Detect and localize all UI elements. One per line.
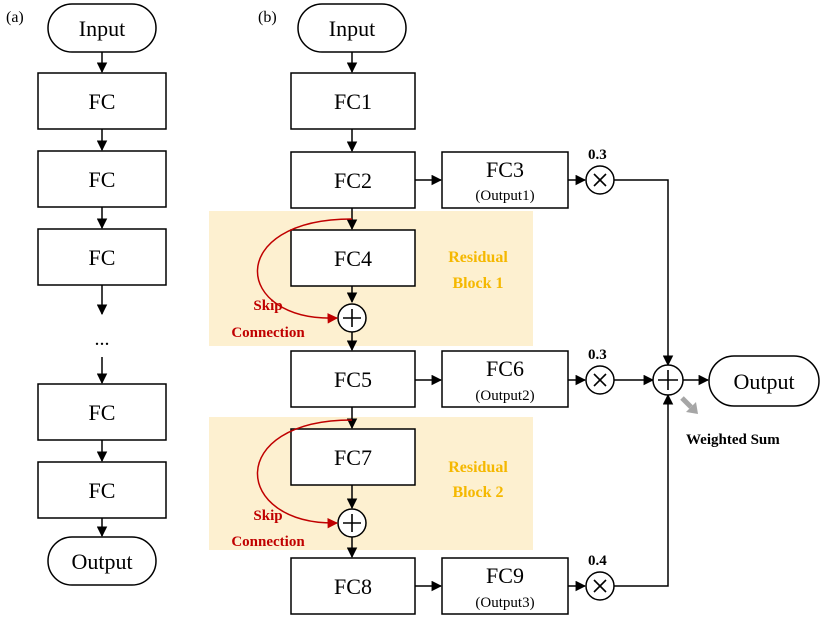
fc8-label: FC8: [334, 574, 372, 599]
fc5-node: [290, 350, 416, 408]
panel-a-fc-label: FC: [89, 245, 116, 270]
plus-icon: [658, 370, 678, 390]
weighted-sum-label: Weighted Sum: [686, 432, 780, 448]
panel-a-fc-node: [37, 72, 167, 130]
panel-b-output-label: Output: [733, 369, 794, 394]
skip-connection-1-label-line1: Skip: [253, 298, 282, 314]
residual-block-2-label-line1: Residual: [448, 459, 508, 476]
panel-a-fc-label: FC: [89, 478, 116, 503]
panel-a-fc-label: FC: [89, 400, 116, 425]
panel-b-input-label: Input: [329, 16, 375, 41]
weighted-input-3-arrow: [614, 393, 674, 587]
fc3-sublabel: (Output1): [475, 188, 534, 204]
fc9-label: FC9: [486, 563, 524, 588]
residual-block-2-label-line2: Block 2: [452, 484, 503, 501]
residual-block-1-label-line2: Block 1: [452, 275, 503, 292]
panel-a-output-node: [47, 536, 157, 586]
fc4-node: [290, 229, 416, 287]
fc6-label: FC6: [486, 356, 524, 381]
panel-a-fc-label: FC: [89, 89, 116, 114]
fc4-label: FC4: [334, 246, 372, 271]
weighted-sum-pointer-arrow: [680, 396, 698, 414]
panel-a-fc-node: [37, 383, 167, 441]
panel-a-output-label: Output: [71, 549, 132, 574]
panel-b-output-node: [708, 355, 820, 407]
multiply-icon: [593, 579, 607, 593]
weighted-input-1-arrow: [614, 179, 674, 367]
weight-1-label: 0.3: [588, 147, 607, 163]
fc3-label: FC3: [486, 157, 524, 182]
skip-connection-2-label-line2: Connection: [231, 534, 305, 550]
fc9-sublabel: (Output3): [475, 595, 534, 611]
skip-connection-1-label-line2: Connection: [231, 325, 305, 341]
panel-a-ellipsis: ...: [95, 328, 110, 350]
fc9-node: [441, 557, 569, 615]
panel-a-fc-label: FC: [89, 167, 116, 192]
plus-icon: [343, 514, 361, 532]
multiply-icon: [593, 173, 607, 187]
fc6-node: [441, 350, 569, 408]
fc3-node: [441, 151, 569, 209]
fc8-node: [290, 557, 416, 615]
fc2-label: FC2: [334, 168, 372, 193]
panel-a: (a) Input FC FC FC ... FC FC Output: [6, 3, 167, 586]
fc2-node: [290, 151, 416, 209]
fc7-label: FC7: [334, 445, 372, 470]
fc6-sublabel: (Output2): [475, 388, 534, 404]
panel-a-tag: (a): [6, 9, 24, 26]
panel-b: (b) Input FC1 FC2 FC3 (Output1) 0.3: [209, 3, 820, 615]
skip-connection-2-label-line1: Skip: [253, 508, 282, 524]
panel-a-input-label: Input: [79, 16, 125, 41]
fc5-label: FC5: [334, 367, 372, 392]
weight-2-label: 0.3: [588, 347, 607, 363]
fc1-label: FC1: [334, 89, 372, 114]
panel-a-fc-node: [37, 228, 167, 286]
fc7-node: [290, 428, 416, 486]
residual-block-1-label-line1: Residual: [448, 249, 508, 266]
weight-3-label: 0.4: [588, 553, 607, 569]
skip-connection-2-arrow: [256, 419, 353, 529]
fc1-node: [290, 72, 416, 130]
multiply-icon: [593, 373, 607, 387]
plus-icon: [343, 309, 361, 327]
skip-connection-1-arrow: [256, 218, 353, 324]
panel-b-tag: (b): [258, 9, 277, 26]
